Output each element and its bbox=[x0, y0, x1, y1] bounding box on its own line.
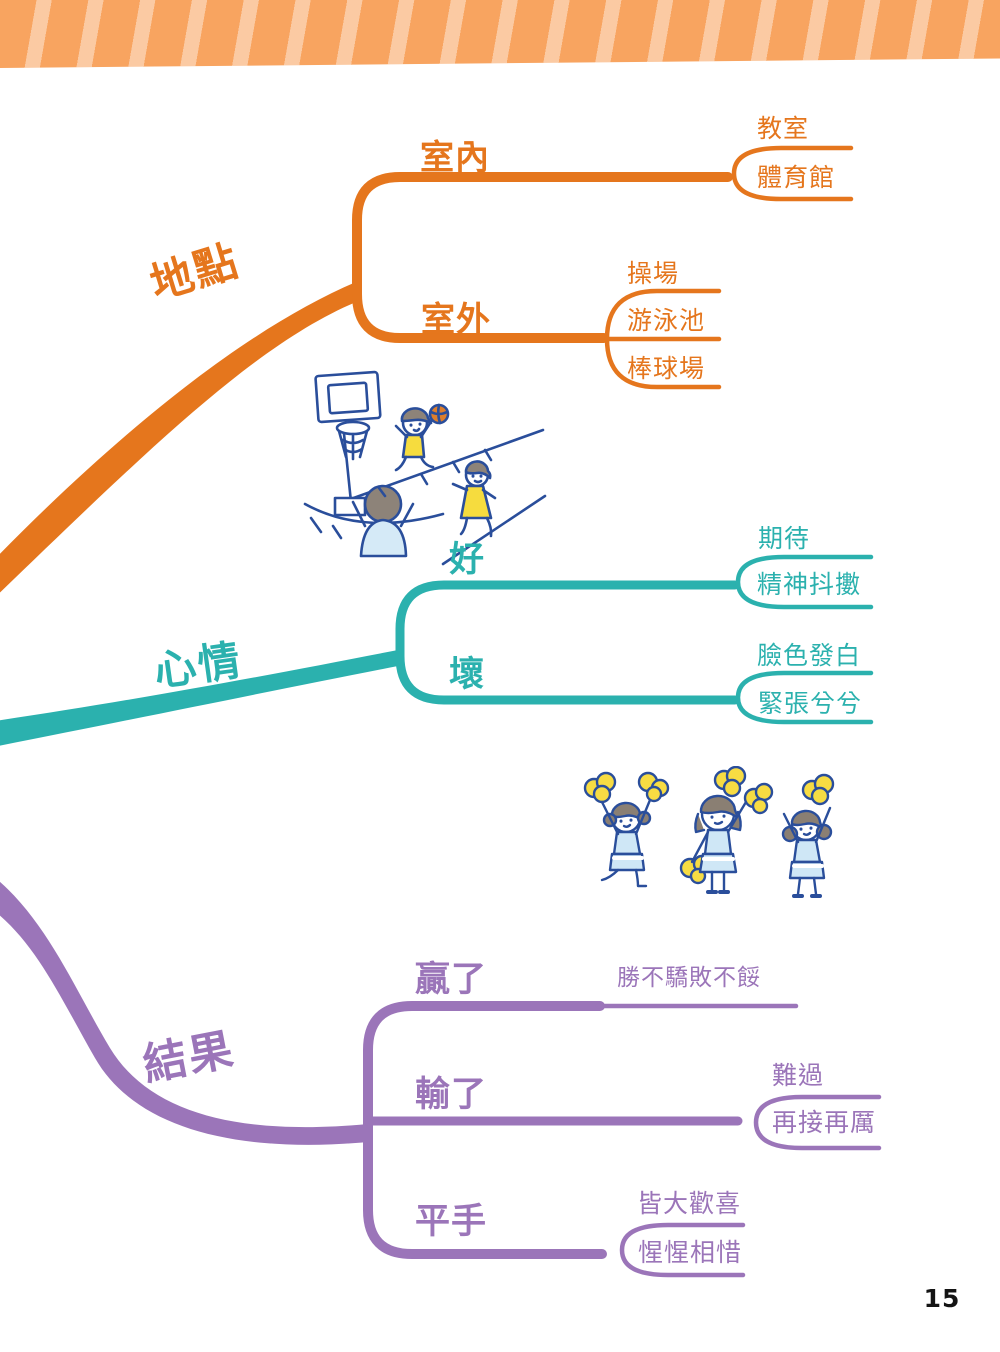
leaf-baseball-field-label: 棒球場 bbox=[627, 354, 706, 383]
leaf-win-motto-label: 勝不驕敗不餒 bbox=[617, 965, 761, 991]
node-outdoor-label: 室外 bbox=[421, 300, 491, 340]
branch-mood-lines bbox=[0, 554, 874, 746]
node-win-label: 贏了 bbox=[415, 960, 488, 1000]
good-sub-bracket bbox=[735, 554, 874, 610]
indoor-sub-bracket bbox=[731, 145, 854, 202]
branch-location-lines bbox=[0, 145, 854, 593]
mood-bracket-path bbox=[395, 580, 740, 705]
node-lose-label: 輸了 bbox=[415, 1075, 488, 1115]
tie-sub-bracket bbox=[619, 1222, 746, 1278]
bad-sub-bracket bbox=[735, 670, 874, 725]
leaf-energetic-label: 精神抖擻 bbox=[757, 570, 862, 599]
leaf-sad-label: 難過 bbox=[772, 1061, 825, 1090]
node-tie-label: 平手 bbox=[415, 1202, 488, 1242]
location-trunk-path bbox=[0, 282, 356, 593]
cheerleaders-illustration bbox=[583, 766, 835, 898]
location-bracket-path bbox=[352, 172, 733, 343]
branch-result-lines bbox=[0, 881, 882, 1278]
leaf-everyone-happy-label: 皆大歡喜 bbox=[637, 1189, 742, 1218]
leaf-gymnasium-label: 體育館 bbox=[757, 163, 836, 192]
node-good-label: 好 bbox=[449, 540, 486, 580]
leaf-expectation-label: 期待 bbox=[758, 524, 811, 553]
lose-sub-bracket bbox=[753, 1094, 882, 1151]
leaf-classroom-label: 教室 bbox=[757, 114, 810, 143]
leaf-swimming-pool-label: 游泳池 bbox=[627, 306, 706, 335]
leaf-playground-label: 操場 bbox=[627, 259, 680, 288]
node-bad-label: 壞 bbox=[449, 655, 486, 695]
leaf-mutual-respect-label: 惺惺相惜 bbox=[638, 1238, 743, 1267]
basketball-illustration bbox=[303, 370, 547, 566]
node-indoor-label: 室內 bbox=[420, 138, 490, 178]
branch-mood-label: 心情 bbox=[150, 635, 245, 696]
leaf-try-again-label: 再接再厲 bbox=[772, 1108, 877, 1137]
page-number: 15 bbox=[923, 1284, 961, 1313]
leaf-pale-face-label: 臉色發白 bbox=[757, 641, 862, 670]
header-stripe-banner bbox=[0, 0, 1000, 68]
mood-trunk-path bbox=[0, 650, 398, 746]
result-bracket-path bbox=[363, 1001, 607, 1259]
result-trunk-path bbox=[0, 881, 368, 1145]
leaf-nervous-label: 緊張兮兮 bbox=[758, 689, 863, 718]
